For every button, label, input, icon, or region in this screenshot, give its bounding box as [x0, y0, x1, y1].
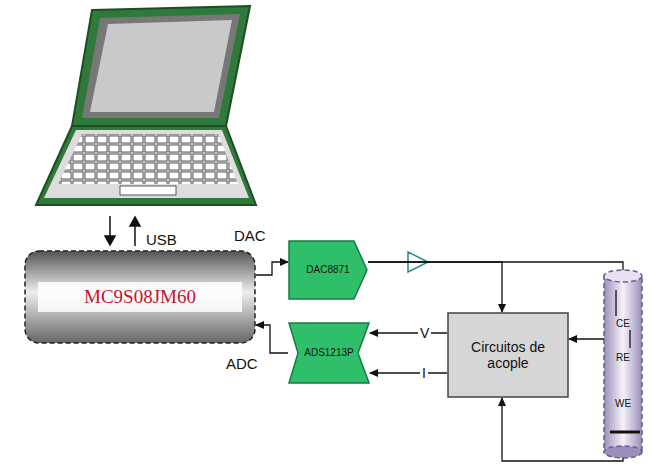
dac-chip: DAC8871 — [288, 240, 368, 300]
electrode-label: CE — [604, 318, 642, 330]
node-label: ADS1213P — [300, 347, 357, 359]
signal-name: ADC — [224, 356, 260, 372]
signal-name: USB — [144, 232, 179, 248]
connector — [256, 325, 288, 353]
connector — [368, 262, 502, 312]
electrode-label: RE — [604, 352, 642, 364]
adc-chip: ADS1213P — [288, 322, 370, 384]
coupling-circuit-box: Circuitos de acople — [447, 312, 569, 398]
laptop — [36, 6, 256, 205]
signal-label: V — [418, 325, 431, 341]
connector — [256, 262, 288, 275]
microcontroller-box: MC9S08JM60 — [24, 250, 256, 344]
electrode-label: WE — [604, 398, 642, 410]
signal-name: DAC — [232, 228, 268, 244]
connector — [370, 372, 447, 373]
node-label: MC9S08JM60 — [80, 286, 200, 308]
electrochemical-cell — [604, 270, 642, 458]
usb-arrows — [105, 216, 140, 246]
node-label: Circuitos de acople — [447, 339, 569, 371]
signal-label: I — [420, 365, 428, 381]
node-label: DAC8871 — [302, 264, 353, 276]
connector — [569, 338, 604, 339]
electrode-cell: CE RE WE — [604, 270, 642, 458]
connector — [502, 398, 623, 461]
connector — [370, 332, 447, 333]
connector — [368, 262, 623, 270]
